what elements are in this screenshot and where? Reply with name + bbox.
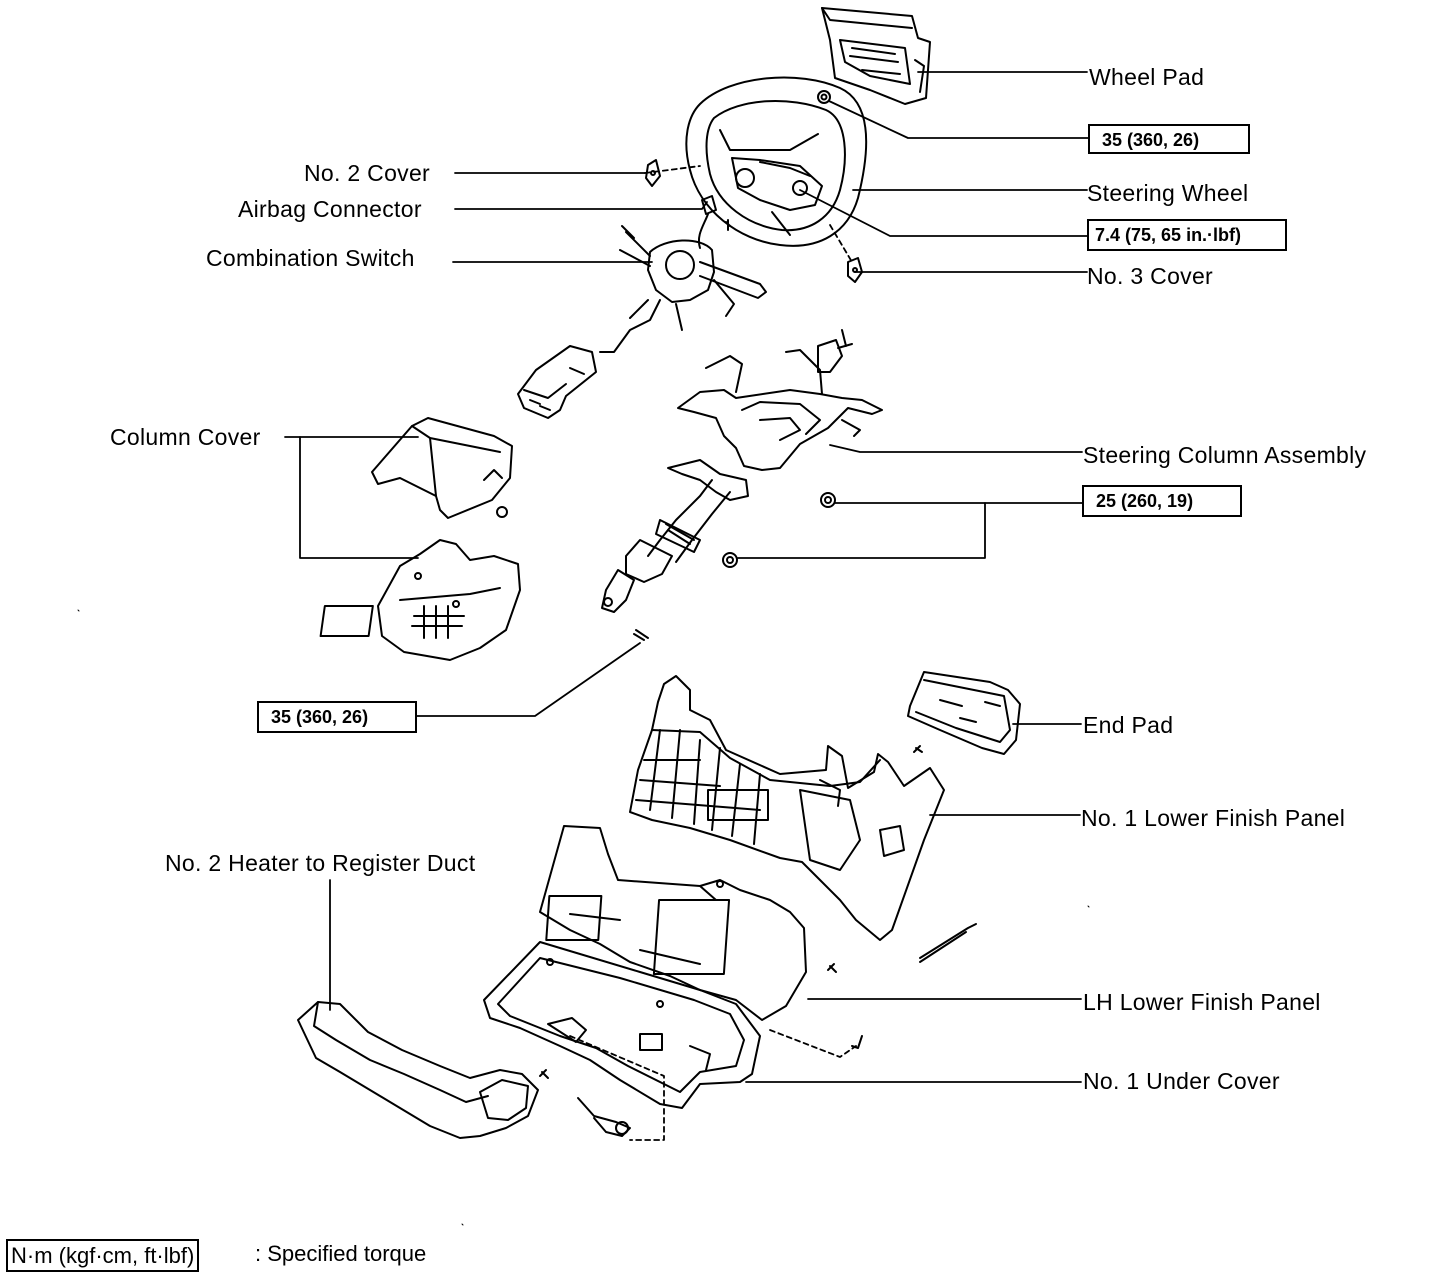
wheel-pad-nut [817,90,831,104]
column-nut-upper [820,492,836,508]
leader-lines [284,71,1089,1141]
wheel-pad-part [821,7,931,105]
label-end-pad: End Pad [1083,712,1174,738]
combination-switch-part [599,225,767,353]
lh-lower-finish-panel-part [539,825,807,1021]
no1-under-cover-part [483,941,761,1109]
light-socket [577,1097,631,1137]
lower-column-cover [319,539,521,661]
upper-column-cover [371,417,513,519]
steering-wheel-part [685,76,868,247]
torque-wheel-pad-nut: 35 (360, 26) [1088,124,1250,154]
torque-column-bolt: 35 (360, 26) [257,701,417,733]
cover-screw [496,506,508,518]
label-no2-cover: No. 2 Cover [304,160,431,186]
torque-column-nuts: 25 (260, 19) [1082,485,1242,517]
airbag-connector-part [698,195,717,249]
label-lh-lower-finish-panel: LH Lower Finish Panel [1083,989,1321,1015]
switch-connector-block [517,345,597,419]
legend-unit-box: N·m (kgf·cm, ft·lbf) [6,1239,200,1272]
label-no1-under-cover: No. 1 Under Cover [1083,1068,1280,1094]
label-no2-heater-duct: No. 2 Heater to Register Duct [165,850,476,876]
under-cover-screw [851,1035,863,1049]
panel-rod [919,923,977,959]
label-airbag-connector: Airbag Connector [238,196,422,222]
label-column-cover: Column Cover [110,424,261,450]
steering-column-part [601,329,883,613]
torque-steering-wheel-screw: 7.4 (75, 65 in.·lbf) [1087,219,1287,251]
label-wheel-pad: Wheel Pad [1089,64,1205,90]
small-screw [725,219,731,231]
no1-lower-finish-panel-part [629,675,945,941]
column-bolt [633,629,649,641]
label-no1-lower-finish-panel: No. 1 Lower Finish Panel [1081,805,1346,831]
clip [539,1069,549,1079]
label-no3-cover: No. 3 Cover [1087,263,1214,289]
end-pad-part [907,671,1021,755]
label-combination-switch: Combination Switch [206,245,415,271]
label-steering-wheel: Steering Wheel [1087,180,1249,206]
column-nut-lower [722,552,738,568]
lh-panel-clip [827,963,837,973]
label-steering-column-assembly: Steering Column Assembly [1083,442,1367,468]
scan-specks [77,609,1090,1226]
no3-cover-part [847,257,863,283]
end-pad-screw [913,745,923,753]
legend-description: : Specified torque [255,1241,427,1266]
no2-cover-part [645,159,661,187]
heater-duct-part [297,1001,539,1139]
